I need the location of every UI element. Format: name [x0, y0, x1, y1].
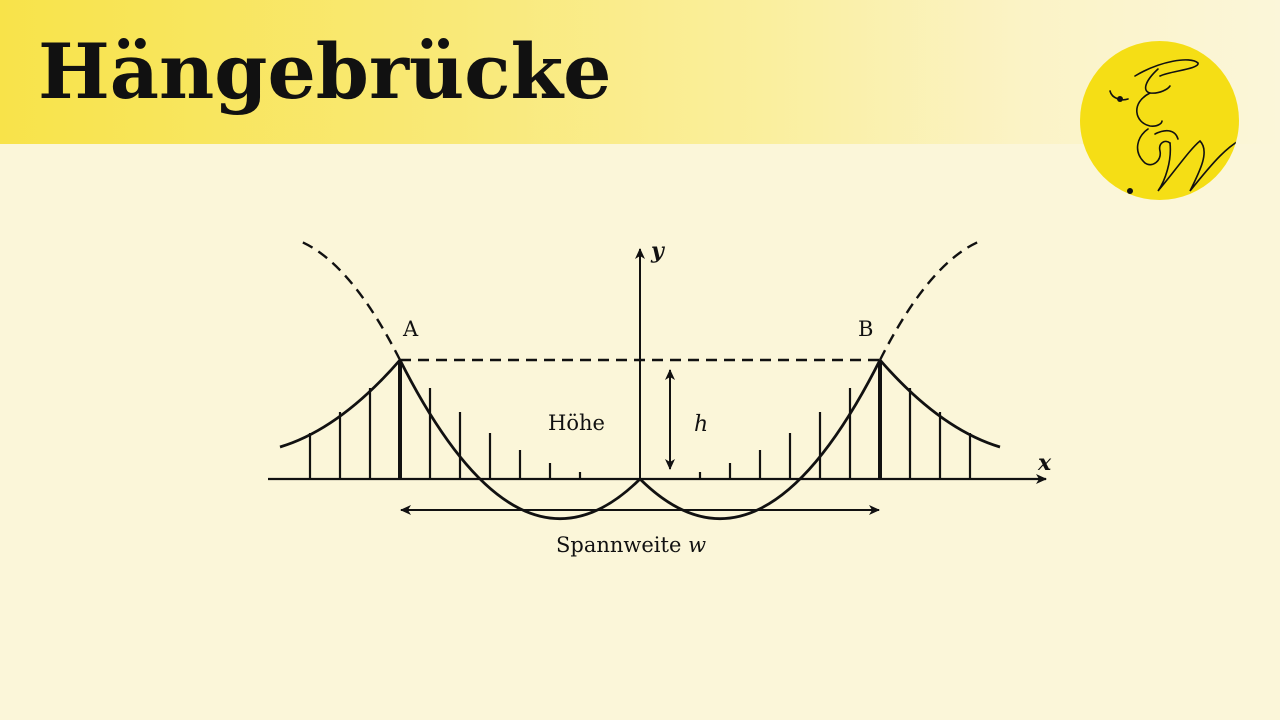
title-banner [0, 0, 1280, 144]
point-a-label: A [402, 317, 419, 341]
y-axis-label: y [650, 238, 666, 264]
span-label: Spannweite w [556, 533, 706, 557]
x-axis-label: x [1037, 450, 1052, 476]
en-monogram-logo-icon [1080, 41, 1239, 200]
page-title: Hängebrücke [38, 27, 612, 116]
outer-cable-left [279, 359, 402, 449]
height-word-label: Höhe [548, 411, 605, 435]
main-cable [398, 359, 882, 520]
parabola-extension-right [878, 240, 979, 361]
hangers [308, 388, 972, 479]
height-symbol-label: h [694, 412, 708, 437]
point-b-label: B [858, 317, 873, 341]
outer-cable-right [878, 359, 1001, 449]
parabola-extension-left [301, 240, 402, 361]
